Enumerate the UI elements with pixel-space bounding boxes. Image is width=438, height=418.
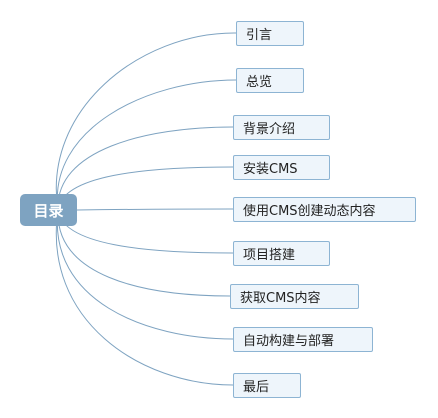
connector-line	[55, 32, 237, 211]
connector-line	[57, 209, 231, 297]
topic-node-build-deploy[interactable]: 自动构建与部署	[233, 327, 373, 352]
topic-node-intro[interactable]: 引言	[236, 21, 304, 46]
topic-node-fetch-cms-content[interactable]: 获取CMS内容	[230, 284, 359, 309]
topic-node-label: 最后	[243, 380, 270, 395]
topic-node-final[interactable]: 最后	[233, 373, 301, 398]
connector-line	[76, 208, 234, 211]
topic-node-label: 自动构建与部署	[243, 334, 335, 349]
topic-node-label: 获取CMS内容	[240, 291, 321, 306]
connector-line	[57, 166, 234, 211]
topic-node-label: 背景介绍	[243, 122, 296, 137]
connector-line	[55, 209, 234, 386]
topic-node-label: 引言	[246, 28, 273, 43]
topic-node-label: 安装CMS	[243, 162, 298, 177]
topic-node-label: 项目搭建	[243, 248, 296, 263]
connector-line	[56, 79, 237, 211]
topic-node-project-setup[interactable]: 项目搭建	[233, 241, 330, 266]
topic-node-install-cms[interactable]: 安装CMS	[233, 155, 330, 180]
connector-line	[57, 209, 234, 254]
topic-node-label: 使用CMS创建动态内容	[243, 204, 376, 219]
connector-line	[57, 126, 234, 211]
topic-node-label: 总览	[246, 75, 273, 90]
root-node[interactable]: 目录	[20, 194, 77, 226]
topic-node-overview[interactable]: 总览	[236, 68, 304, 93]
topic-node-create-dynamic-content[interactable]: 使用CMS创建动态内容	[233, 197, 416, 222]
root-node-label: 目录	[33, 201, 64, 220]
connector-line	[56, 209, 234, 340]
topic-node-background[interactable]: 背景介绍	[233, 115, 330, 140]
